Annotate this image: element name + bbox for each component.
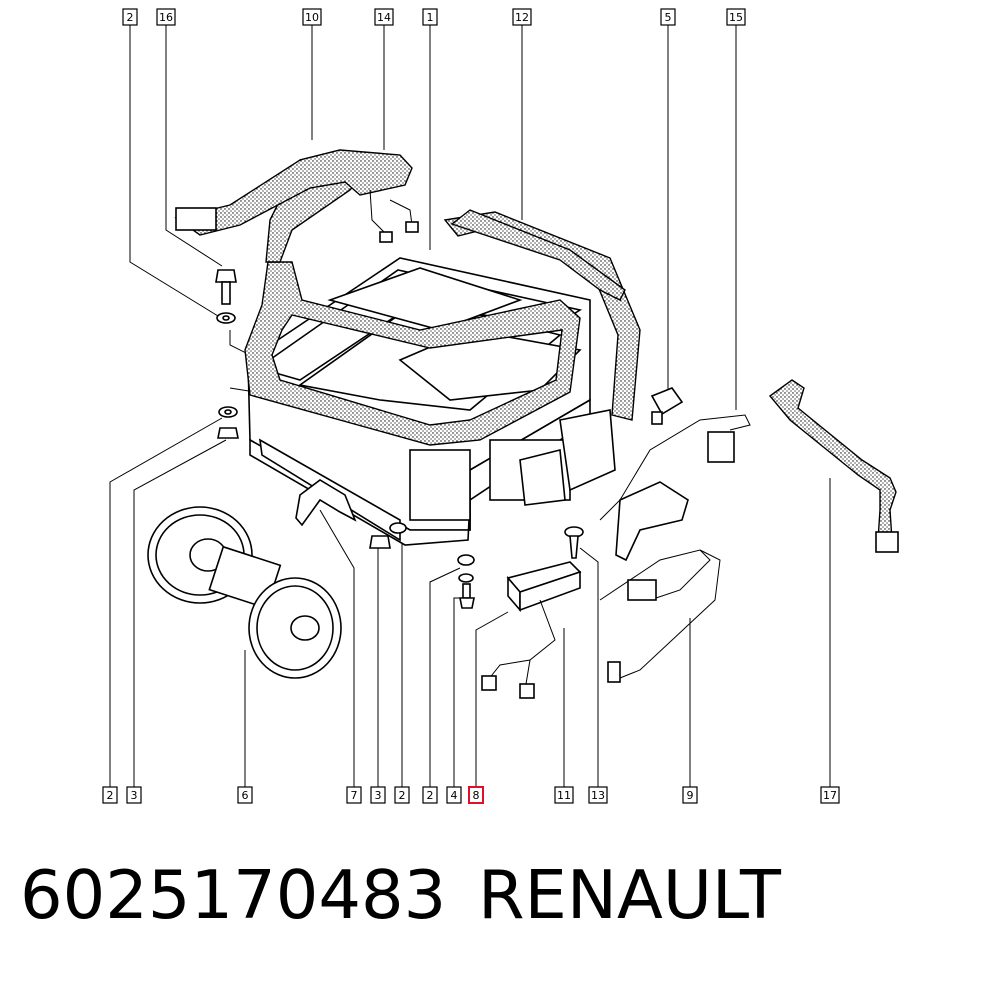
callout-box xyxy=(554,786,574,804)
drain-pipe xyxy=(768,379,899,553)
callout-bottom-4-7: 4 xyxy=(446,786,462,804)
callout-number: 10 xyxy=(305,11,319,24)
screw-washer-center xyxy=(457,554,475,609)
callout-number: 8 xyxy=(473,789,480,802)
callout-box xyxy=(346,786,362,804)
callout-bottom-9-11: 9 xyxy=(682,786,698,804)
callouts-bottom-row: 2 3 6 7 3 2 2 4 8 11 13 9 17 xyxy=(102,786,840,804)
callout-number: 1 xyxy=(427,11,434,24)
callout-number: 11 xyxy=(557,789,571,802)
callout-number: 17 xyxy=(823,789,837,802)
callout-box xyxy=(394,786,410,804)
actuator-sensor xyxy=(650,387,684,425)
callout-number: 3 xyxy=(131,789,138,802)
callout-top-10-2: 10 xyxy=(302,8,322,26)
callout-box xyxy=(588,786,608,804)
callout-box xyxy=(512,8,532,26)
callout-box xyxy=(422,8,438,26)
callout-top-14-3: 14 xyxy=(374,8,394,26)
bracket-clip xyxy=(295,479,357,527)
callout-box xyxy=(682,786,698,804)
callout-box xyxy=(102,786,118,804)
callout-number: 2 xyxy=(127,11,134,24)
callout-box xyxy=(156,8,176,26)
callout-number: 2 xyxy=(427,789,434,802)
callout-number: 3 xyxy=(375,789,382,802)
callout-box xyxy=(446,786,462,804)
callout-bottom-6-2: 6 xyxy=(237,786,253,804)
nut-washer-center xyxy=(369,522,407,549)
callout-number: 7 xyxy=(351,789,358,802)
callout-number: 15 xyxy=(729,11,743,24)
callout-box xyxy=(237,786,253,804)
heater-unit-housing xyxy=(247,257,616,546)
callout-number: 2 xyxy=(399,789,406,802)
callout-bottom-7-3: 7 xyxy=(346,786,362,804)
callout-bottom-3-4: 3 xyxy=(370,786,386,804)
callout-number: 12 xyxy=(515,11,529,24)
callout-box xyxy=(302,8,322,26)
cable-harness xyxy=(174,149,419,243)
callout-box xyxy=(422,786,438,804)
callout-number: 6 xyxy=(242,789,249,802)
callout-bottom-2-6: 2 xyxy=(422,786,438,804)
callout-top-5-6: 5 xyxy=(660,8,676,26)
callout-number: 9 xyxy=(687,789,694,802)
callout-box xyxy=(374,8,394,26)
callout-box xyxy=(468,786,484,804)
callout-number: 2 xyxy=(107,789,114,802)
gasket-rear xyxy=(443,209,641,421)
callout-number: 4 xyxy=(451,789,458,802)
callout-bottom-2-0: 2 xyxy=(102,786,118,804)
callouts-top-row: 2 16 10 14 1 12 5 15 xyxy=(122,8,746,26)
callout-top-15-7: 15 xyxy=(726,8,746,26)
callout-bottom-2-5: 2 xyxy=(394,786,410,804)
callout-top-2-0: 2 xyxy=(122,8,138,26)
brand-name: RENAULT xyxy=(478,856,781,934)
sensor-wiring-15 xyxy=(599,414,751,562)
callout-number: 13 xyxy=(591,789,605,802)
screw-washer-top xyxy=(215,269,237,324)
callout-box xyxy=(660,8,676,26)
callout-number: 14 xyxy=(377,11,391,24)
callout-box xyxy=(370,786,386,804)
blower-motor-fan xyxy=(147,506,342,679)
sensor-wiring-9 xyxy=(599,549,721,683)
callout-number: 16 xyxy=(159,11,173,24)
callout-bottom-17-12: 17 xyxy=(820,786,840,804)
blower-resistor-module xyxy=(481,561,582,699)
callout-bottom-11-9: 11 xyxy=(554,786,574,804)
callout-box xyxy=(820,786,840,804)
callout-top-1-4: 1 xyxy=(422,8,438,26)
part-number: 6025170483 xyxy=(20,856,447,934)
callout-bottom-13-10: 13 xyxy=(588,786,608,804)
screw-13 xyxy=(564,526,584,559)
callout-box xyxy=(122,8,138,26)
callout-top-16-1: 16 xyxy=(156,8,176,26)
callout-bottom-3-1: 3 xyxy=(126,786,142,804)
callout-box xyxy=(126,786,142,804)
callout-top-12-5: 12 xyxy=(512,8,532,26)
callout-number: 5 xyxy=(665,11,672,24)
callout-bottom-8-8: 8 xyxy=(468,786,484,804)
washer-nut-left xyxy=(217,406,239,439)
callout-box xyxy=(726,8,746,26)
